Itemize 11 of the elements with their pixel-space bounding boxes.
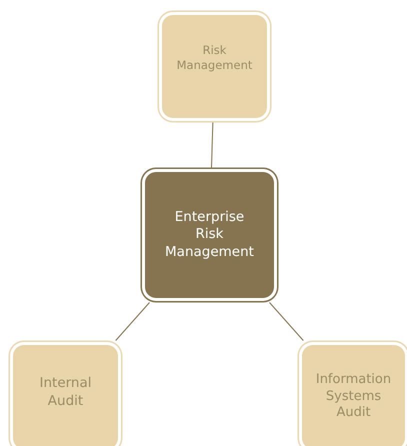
- connector-line: [211, 122, 214, 168]
- box-label: Internal Audit: [38, 375, 93, 411]
- process-box: [162, 15, 267, 118]
- box-label: Enterprise Risk Management: [164, 208, 255, 262]
- connector-line: [115, 302, 150, 341]
- process-box: [302, 345, 405, 446]
- process-box: [13, 345, 118, 446]
- box-label: Information Systems Audit: [314, 372, 392, 422]
- connector-line: [269, 302, 304, 341]
- box-label: Risk Management: [176, 42, 254, 72]
- process-box: [145, 172, 274, 298]
